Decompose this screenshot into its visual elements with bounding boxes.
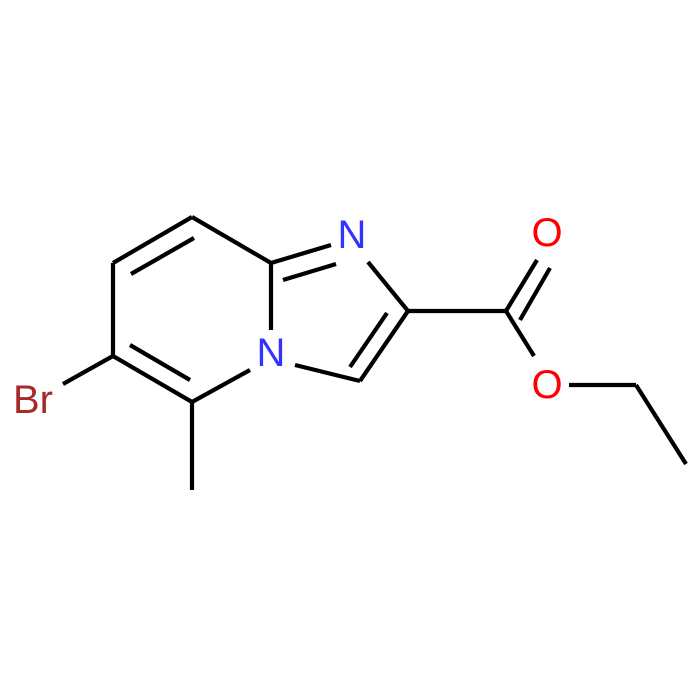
atom-o-carbonyl: O: [531, 211, 562, 255]
bond-c5-c6-double: [128, 343, 192, 382]
bond-c7-c8: [111, 215, 194, 265]
atom-labels: N N O O Br: [13, 211, 563, 422]
bond-c8a-n1-double: [282, 261, 337, 283]
bond-c5-c6: [111, 354, 194, 404]
bond-c3-n4: [294, 362, 361, 384]
bond-n1-c2: [366, 260, 410, 313]
bond-c6-br: [61, 354, 115, 386]
atom-o-ester: O: [531, 363, 562, 407]
bond-carbonyl-o-double: [518, 266, 552, 322]
bond-ch2-ch3: [634, 383, 688, 466]
bond-c2-c3: [358, 309, 410, 383]
bond-n4-c5: [190, 368, 252, 404]
atom-br: Br: [13, 378, 53, 422]
atom-n-bridgehead: N: [257, 331, 286, 375]
atom-n-imidazole: N: [338, 213, 367, 257]
bond-c2-c3-double: [348, 311, 389, 369]
bond-carbonyl-oester: [504, 309, 536, 358]
bond-c8a-n1: [270, 242, 332, 266]
bond-carbonyl-o: [504, 258, 539, 313]
bond-c7-c8-double: [129, 236, 196, 276]
bond-c8-c8a: [190, 215, 273, 265]
bonds: [61, 215, 688, 490]
